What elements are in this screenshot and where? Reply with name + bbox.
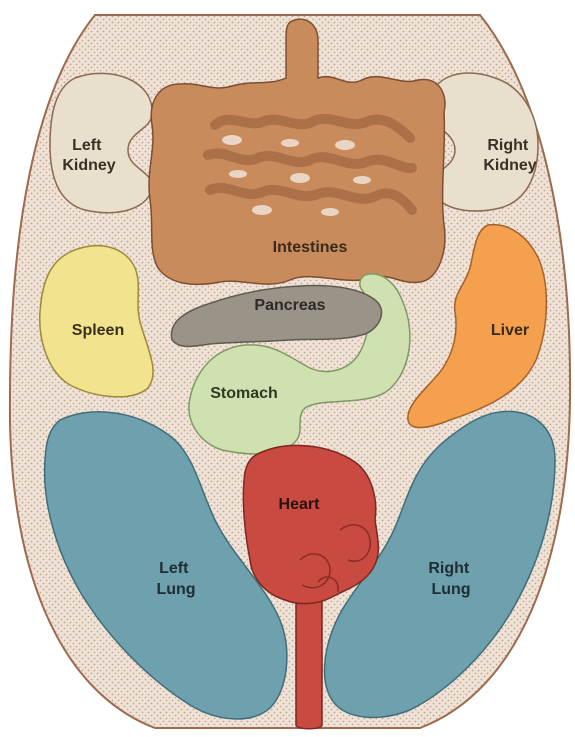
intestines-label: Intestines xyxy=(273,239,348,256)
heart-organ xyxy=(243,445,378,603)
stomach-label: Stomach xyxy=(210,385,278,402)
heart-label: Heart xyxy=(279,496,321,513)
spleen-label: Spleen xyxy=(72,322,124,339)
liver-label: Liver xyxy=(491,322,529,339)
pancreas-label: Pancreas xyxy=(254,297,325,314)
aorta-vessel xyxy=(296,600,322,729)
